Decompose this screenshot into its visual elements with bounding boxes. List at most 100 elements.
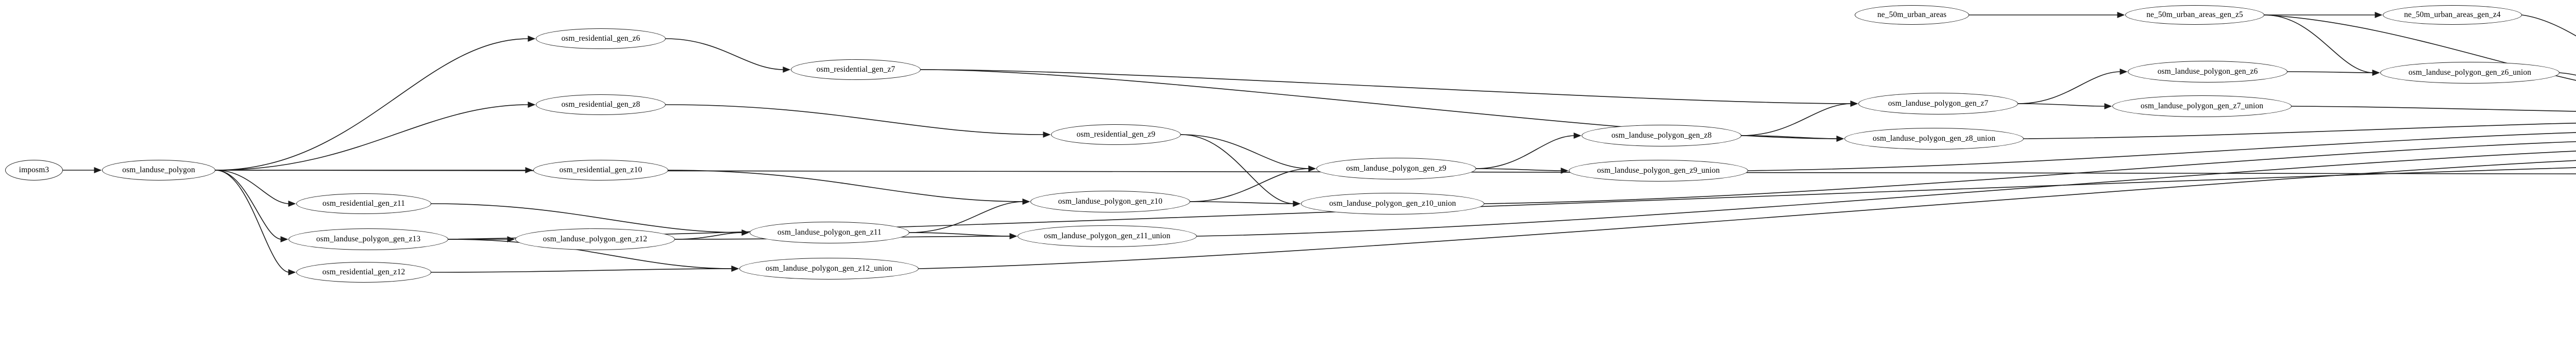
graph-node-ne_50m_urban_areas_gen_z5[interactable]: ne_50m_urban_areas_gen_z5 — [2125, 5, 2264, 25]
graph-node-label: osm_residential_gen_z6 — [561, 34, 640, 43]
graph-edge-osm_landuse_polygon_gen_z8--osm_landuse_polygon_gen_z8_union — [1741, 135, 1838, 139]
graph-edge-arrowhead-ne_50m_urban_areas_gen_z5--osm_landuse_polygon_gen_z6_union — [2372, 70, 2380, 76]
graph-node-osm_landuse_polygon_gen_z6[interactable]: osm_landuse_polygon_gen_z6 — [2128, 61, 2287, 83]
graph-edge-arrowhead-ne_50m_urban_areas_gen_z5--ne_50m_urban_areas_gen_z4 — [2375, 12, 2383, 18]
graph-edge-arrowhead-osm_landuse_polygon_gen_z9--osm_landuse_polygon_gen_z8 — [1573, 133, 1582, 139]
graph-edge-arrowhead-osm_landuse_polygon--osm_residential_gen_z11 — [288, 201, 296, 207]
graph-node-imposm3[interactable]: imposm3 — [5, 160, 63, 180]
graph-node-osm_landuse_polygon_gen_z6_union[interactable]: osm_landuse_polygon_gen_z6_union — [2380, 62, 2560, 84]
graph-node-osm_landuse_polygon_gen_z9[interactable]: osm_landuse_polygon_gen_z9 — [1316, 158, 1476, 179]
graph-edge-osm_residential_gen_z8--osm_residential_gen_z9 — [665, 104, 1045, 135]
graph-edge-arrowhead-osm_landuse_polygon_gen_z12--osm_landuse_polygon_gen_z11_union — [1009, 233, 1018, 239]
graph-node-label: ne_50m_urban_areas — [1877, 10, 1947, 20]
graph-node-label: osm_landuse_polygon_gen_z6 — [2157, 67, 2258, 76]
graph-edge-osm_landuse_polygon--osm_landuse_polygon_gen_z13 — [215, 170, 282, 240]
graph-edge-arrowhead-osm_residential_gen_z6--osm_residential_gen_z7 — [783, 67, 791, 73]
graph-edge-arrowhead-osm_landuse_polygon--osm_landuse_polygon_gen_z13 — [280, 236, 289, 242]
graph-edge-arrowhead-osm_residential_gen_z7--osm_landuse_polygon_gen_z8_union — [1836, 136, 1844, 142]
graph-node-label: osm_landuse_polygon_gen_z11_union — [1044, 232, 1171, 241]
graph-edge-arrowhead-osm_landuse_polygon--osm_residential_gen_z12 — [288, 269, 296, 275]
graph-node-osm_residential_gen_z12[interactable]: osm_residential_gen_z12 — [296, 262, 431, 283]
graph-node-label: ne_50m_urban_areas_gen_z5 — [2146, 10, 2243, 20]
graph-edge-osm_landuse_polygon_gen_z6_union--layer_landuse — [2559, 72, 2576, 76]
graph-node-ne_50m_urban_areas_gen_z4[interactable]: ne_50m_urban_areas_gen_z4 — [2383, 5, 2522, 25]
graph-node-osm_landuse_polygon_gen_z11_union[interactable]: osm_landuse_polygon_gen_z11_union — [1018, 225, 1197, 247]
graph-node-label: osm_landuse_polygon_gen_z6_union — [2408, 68, 2532, 77]
graph-node-osm_residential_gen_z6[interactable]: osm_residential_gen_z6 — [536, 28, 666, 49]
graph-edge-arrowhead-ne_50m_urban_areas--ne_50m_urban_areas_gen_z5 — [2117, 12, 2125, 18]
graph-edge-osm_landuse_polygon_gen_z11--osm_landuse_polygon_gen_z10 — [909, 201, 1024, 233]
graph-edge-osm_landuse_polygon_gen_z8--osm_landuse_polygon_gen_z7 — [1741, 103, 1852, 136]
graph-edge-osm_landuse_polygon--osm_residential_gen_z12 — [215, 170, 290, 273]
graph-edge-arrowhead-osm_residential_gen_z10--osm_landuse_polygon_gen_z10 — [1022, 199, 1030, 205]
graph-node-label: osm_landuse_polygon_gen_z7 — [1888, 99, 1989, 108]
graph-edge-osm_residential_gen_z9--osm_landuse_polygon_gen_z9 — [1180, 134, 1310, 169]
graph-edge-osm_landuse_polygon_gen_z6--osm_landuse_polygon_gen_z6_union — [2287, 71, 2374, 73]
graph-edge-arrowhead-osm_landuse_polygon_gen_z11--osm_landuse_polygon_gen_z11_union — [1009, 233, 1018, 239]
graph-edge-arrowhead-osm_landuse_polygon_gen_z13--osm_landuse_polygon_gen_z12_union — [731, 266, 739, 272]
graph-node-label: osm_landuse_polygon_gen_z10 — [1058, 197, 1163, 206]
graph-edge-arrowhead-osm_landuse_polygon--osm_residential_gen_z6 — [528, 36, 536, 42]
graph-node-ne_50m_urban_areas[interactable]: ne_50m_urban_areas — [1855, 5, 1969, 25]
graph-edge-arrowhead-osm_landuse_polygon_gen_z8--osm_landuse_polygon_gen_z8_union — [1836, 136, 1844, 142]
graph-node-osm_landuse_polygon_gen_z11[interactable]: osm_landuse_polygon_gen_z11 — [750, 222, 909, 243]
graph-node-osm_landuse_polygon_gen_z10[interactable]: osm_landuse_polygon_gen_z10 — [1030, 191, 1190, 212]
graph-edge-arrowhead-osm_landuse_polygon_gen_z8--osm_landuse_polygon_gen_z7 — [1850, 101, 1858, 107]
graph-edge-arrowhead-osm_residential_gen_z9--osm_landuse_polygon_gen_z10_union — [1293, 201, 1301, 207]
graph-node-label: osm_landuse_polygon_gen_z11 — [777, 228, 882, 237]
graph-node-osm_landuse_polygon_gen_z12_union[interactable]: osm_landuse_polygon_gen_z12_union — [739, 258, 919, 279]
graph-edge-arrowhead-osm_landuse_polygon_gen_z10--osm_landuse_polygon_gen_z9 — [1308, 166, 1316, 172]
graph-node-osm_landuse_polygon_gen_z10_union[interactable]: osm_landuse_polygon_gen_z10_union — [1301, 193, 1484, 215]
graph-edge-osm_landuse_polygon--osm_residential_gen_z11 — [215, 170, 290, 204]
graph-edge-osm_residential_gen_z9--osm_landuse_polygon_gen_z10_union — [1180, 134, 1295, 204]
graph-node-osm_landuse_polygon_gen_z7[interactable]: osm_landuse_polygon_gen_z7 — [1858, 93, 2018, 114]
graph-edge-arrowhead-osm_landuse_polygon--osm_residential_gen_z8 — [528, 102, 536, 108]
graph-node-osm_landuse_polygon_gen_z8[interactable]: osm_landuse_polygon_gen_z8 — [1582, 125, 1741, 146]
graph-edge-arrowhead-osm_landuse_polygon_gen_z10--osm_landuse_polygon_gen_z10_union — [1293, 201, 1301, 207]
graph-node-label: osm_residential_gen_z11 — [322, 199, 405, 208]
graph-edge-osm_landuse_polygon_gen_z12_union--layer_landuse — [918, 160, 2576, 269]
graph-edge-osm_residential_gen_z6--osm_residential_gen_z7 — [665, 38, 785, 70]
graph-edge-osm_landuse_polygon--osm_residential_gen_z8 — [215, 104, 530, 171]
graph-node-osm_landuse_polygon_gen_z7_union[interactable]: osm_landuse_polygon_gen_z7_union — [2112, 95, 2292, 117]
graph-edge-osm_landuse_polygon_gen_z9--osm_landuse_polygon_gen_z9_union — [1476, 168, 1563, 171]
graph-edge-osm_landuse_polygon_gen_z7_union--layer_landuse — [2291, 106, 2576, 112]
graph-node-osm_residential_gen_z9[interactable]: osm_residential_gen_z9 — [1051, 124, 1181, 145]
graph-edge-arrowhead-osm_residential_gen_z9--osm_landuse_polygon_gen_z9 — [1308, 166, 1316, 172]
graph-node-osm_residential_gen_z11[interactable]: osm_residential_gen_z11 — [296, 193, 431, 214]
graph-node-osm_landuse_polygon_gen_z12[interactable]: osm_landuse_polygon_gen_z12 — [515, 228, 675, 250]
graph-edge-arrowhead-osm_residential_gen_z8--osm_residential_gen_z9 — [1043, 131, 1051, 138]
graph-edge-ne_50m_urban_areas_gen_z5--layer_landuse — [2264, 14, 2576, 81]
graph-edge-osm_landuse_polygon_gen_z12--osm_landuse_polygon_gen_z11 — [674, 232, 743, 240]
graph-node-osm_landuse_polygon_gen_z13[interactable]: osm_landuse_polygon_gen_z13 — [289, 228, 448, 250]
graph-edge-osm_residential_gen_z12--osm_landuse_polygon_gen_z12_union — [431, 268, 733, 273]
graph-node-label: osm_residential_gen_z8 — [561, 100, 640, 109]
graph-node-label: osm_landuse_polygon_gen_z7_union — [2140, 102, 2264, 111]
graph-node-osm_landuse_polygon_gen_z8_union[interactable]: osm_landuse_polygon_gen_z8_union — [1844, 128, 2024, 150]
graph-edge-osm_landuse_polygon_gen_z9--osm_landuse_polygon_gen_z8 — [1476, 135, 1575, 169]
graph-node-label: osm_landuse_polygon_gen_z12 — [543, 235, 648, 244]
graph-node-osm_residential_gen_z10[interactable]: osm_residential_gen_z10 — [533, 160, 668, 180]
graph-node-osm_residential_gen_z7[interactable]: osm_residential_gen_z7 — [791, 59, 921, 80]
graph-edge-arrowhead-osm_residential_gen_z11--osm_landuse_polygon_gen_z11 — [741, 229, 750, 236]
graph-node-label: osm_landuse_polygon_gen_z9_union — [1597, 166, 1720, 175]
graph-node-osm_landuse_polygon_gen_z9_union[interactable]: osm_landuse_polygon_gen_z9_union — [1569, 160, 1748, 182]
graph-node-label: osm_residential_gen_z10 — [559, 166, 642, 175]
graph-edge-arrowhead-osm_residential_gen_z12--osm_landuse_polygon_gen_z12_union — [731, 266, 739, 272]
graph-edge-osm_landuse_polygon_gen_z10--osm_landuse_polygon_gen_z9 — [1190, 168, 1310, 202]
graph-edge-osm_landuse_polygon_gen_z7--osm_landuse_polygon_gen_z6 — [2018, 71, 2122, 104]
graph-node-label: osm_landuse_polygon_gen_z8 — [1611, 131, 1712, 140]
graph-node-osm_landuse_polygon[interactable]: osm_landuse_polygon — [102, 160, 215, 180]
graph-node-osm_residential_gen_z8[interactable]: osm_residential_gen_z8 — [536, 94, 666, 115]
graph-node-label: osm_landuse_polygon_gen_z9 — [1346, 164, 1447, 173]
graph-edge-arrowhead-osm_landuse_polygon_gen_z13--osm_landuse_polygon_gen_z12 — [507, 236, 515, 242]
graph-node-label: osm_landuse_polygon — [122, 166, 195, 175]
graph-edge-arrowhead-osm_landuse_polygon_gen_z7--osm_landuse_polygon_gen_z7_union — [2104, 103, 2112, 109]
graph-edge-osm_landuse_polygon_gen_z11--osm_landuse_polygon_gen_z11_union — [909, 232, 1011, 237]
graph-edge-osm_landuse_polygon_gen_z7--osm_landuse_polygon_gen_z7_union — [2018, 103, 2106, 107]
graph-edge-arrowhead-osm_residential_gen_z7--osm_landuse_polygon_gen_z7 — [1850, 101, 1858, 107]
graph-edge-arrowhead-osm_landuse_polygon_gen_z7--osm_landuse_polygon_gen_z6 — [2120, 69, 2128, 75]
graph-node-label: osm_landuse_polygon_gen_z12_union — [765, 264, 893, 273]
graph-edge-osm_residential_gen_z7--osm_landuse_polygon_gen_z7 — [920, 69, 1852, 104]
